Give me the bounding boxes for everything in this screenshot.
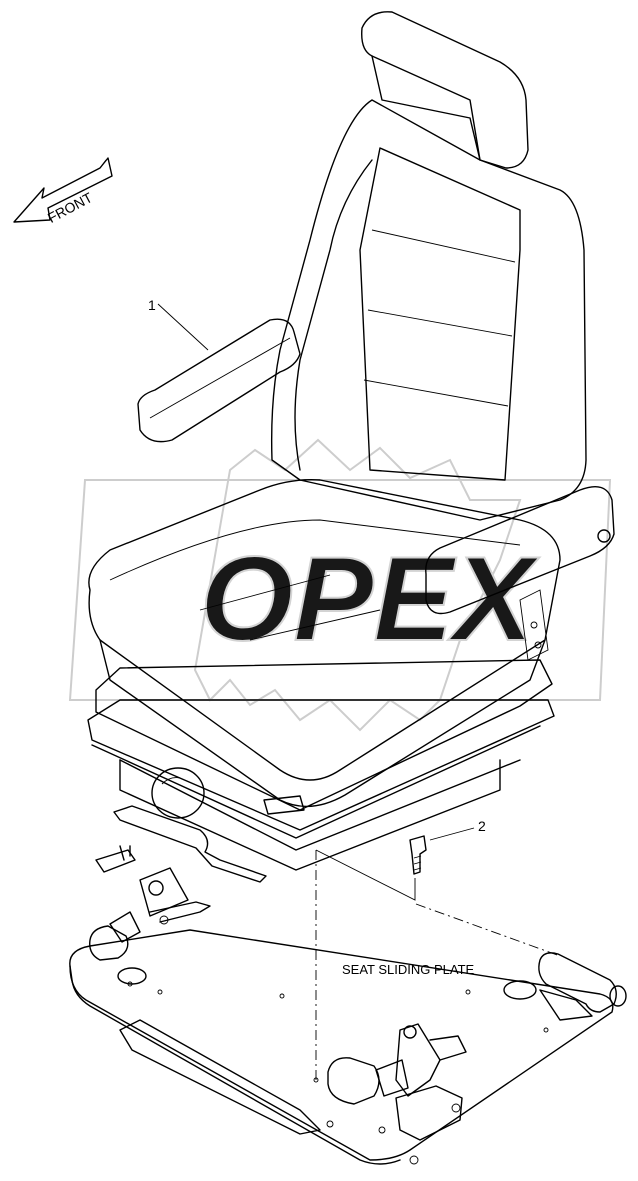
mount-centerline-2 [415, 903, 561, 957]
callout-number-2: 2 [478, 818, 486, 834]
sliding-plate [69, 929, 614, 1165]
watermark-text: OPEX [200, 532, 540, 666]
weight-adjust-knob [151, 767, 205, 819]
callout-1-leader [157, 303, 209, 351]
front-label: FRONT [45, 189, 95, 226]
callout-2-leader [429, 827, 475, 841]
backrest [270, 99, 587, 521]
right-armrest [425, 486, 615, 661]
callout-number-1: 1 [148, 297, 156, 313]
bolt-part-2 [409, 835, 427, 875]
seat-sliding-plate-label: SEAT SLIDING PLATE [342, 962, 475, 977]
headrest [361, 11, 529, 169]
front-direction-arrow: FRONT [13, 157, 113, 226]
slide-rail [113, 805, 267, 883]
suspension-bellows [87, 659, 555, 871]
seat-cushion [88, 479, 561, 808]
right-slide-mechanism [326, 952, 627, 1165]
left-slide-mechanism [89, 845, 211, 961]
left-armrest [137, 318, 301, 443]
armrest-knob-icon [597, 529, 611, 543]
